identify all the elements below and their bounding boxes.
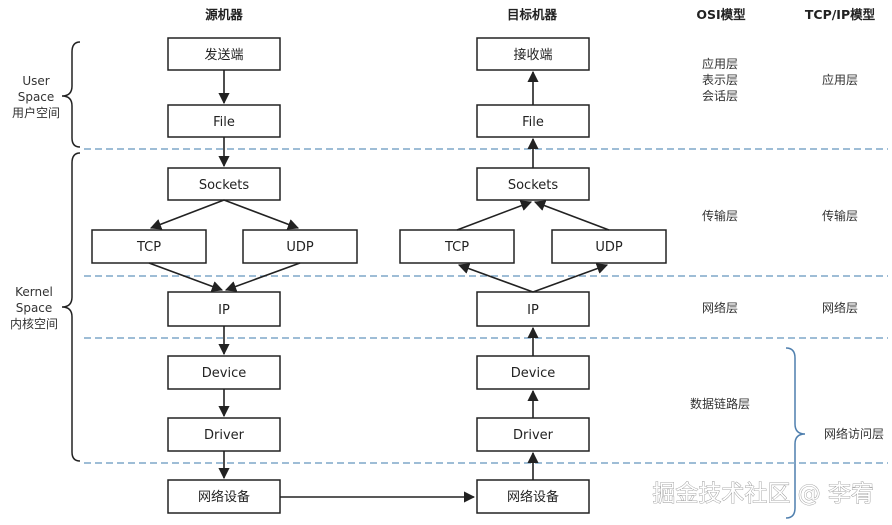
user-space-line-1: User (22, 74, 49, 88)
target-sockets-box: Sockets (476, 167, 590, 201)
source-sender-box: 发送端 (167, 37, 281, 71)
osi-datalink-layer: 数据链路层 (690, 396, 750, 411)
edge-source-tcp-to-ip (148, 262, 224, 292)
osi-presentation-layer: 表示层 (702, 73, 738, 87)
target-device-label: Device (511, 366, 555, 381)
edge-target-ip-to-tcp (457, 263, 534, 293)
source-driver-label: Driver (204, 428, 245, 443)
tcpip-network-access-layer: 网络访问层 (824, 426, 884, 441)
osi-session-layer: 会话层 (702, 89, 738, 103)
source-sockets-label: Sockets (199, 178, 250, 193)
osi-network-layer: 网络层 (702, 300, 738, 315)
header-tcpip-model: TCP/IP模型 (805, 7, 876, 22)
target-device-box: Device (476, 355, 590, 390)
target-tcp-label: TCP (444, 240, 469, 255)
edge-source-sockets-to-tcp (149, 199, 225, 230)
edge-target-udp-to-sockets (533, 200, 610, 231)
edge-source-udp-to-ip (224, 262, 301, 292)
target-file-box: File (476, 104, 590, 138)
watermark-text: 掘金技术社区 @ 李宥 (652, 481, 874, 507)
target-udp-label: UDP (595, 240, 623, 255)
osi-application-layer: 应用层 (702, 56, 738, 71)
source-sockets-box: Sockets (167, 167, 281, 201)
source-file-label: File (213, 115, 235, 130)
source-device-label: Device (202, 366, 246, 381)
target-receiver-label: 接收端 (513, 47, 552, 63)
source-udp-label: UDP (286, 240, 314, 255)
source-tcp-label: TCP (136, 240, 161, 255)
kernel-space-brace (61, 152, 81, 462)
header-target-machine: 目标机器 (507, 7, 558, 22)
header-source-machine: 源机器 (205, 7, 243, 22)
kernel-space-line-2: Space (16, 301, 53, 315)
kernel-space-line-1: Kernel (15, 285, 53, 299)
target-receiver-box: 接收端 (476, 37, 590, 71)
source-tcp-box: TCP (91, 229, 207, 264)
target-driver-box: Driver (476, 417, 590, 452)
target-tcp-box: TCP (399, 229, 515, 264)
target-udp-box: UDP (551, 229, 667, 264)
edge-target-tcp-to-sockets (456, 200, 533, 231)
kernel-space-label: Kernel Space 内核空间 (10, 285, 58, 331)
network-access-brace (785, 347, 806, 519)
target-file-label: File (522, 115, 544, 130)
target-sockets-label: Sockets (508, 178, 559, 193)
tcpip-transport-layer: 传输层 (822, 208, 858, 223)
user-space-line-3: 用户空间 (12, 105, 60, 120)
target-net-device-label: 网络设备 (507, 489, 559, 505)
source-ip-label: IP (218, 303, 230, 318)
edge-target-ip-to-udp (532, 263, 609, 293)
user-space-label: User Space 用户空间 (12, 74, 60, 120)
source-net-device-box: 网络设备 (167, 479, 281, 514)
edge-source-sockets-to-udp (223, 199, 300, 230)
target-driver-label: Driver (513, 428, 554, 443)
source-ip-box: IP (167, 291, 281, 327)
user-space-brace (61, 41, 81, 148)
source-file-box: File (167, 104, 281, 138)
tcpip-application-layer: 应用层 (822, 72, 858, 87)
source-device-box: Device (167, 355, 281, 390)
kernel-space-line-3: 内核空间 (10, 317, 58, 331)
source-net-device-label: 网络设备 (198, 489, 250, 505)
target-ip-label: IP (527, 303, 539, 318)
source-driver-box: Driver (167, 417, 281, 452)
user-space-line-2: Space (18, 90, 55, 104)
header-osi-model: OSI模型 (696, 7, 746, 22)
target-net-device-box: 网络设备 (476, 479, 590, 514)
source-sender-label: 发送端 (204, 47, 243, 63)
tcpip-network-layer: 网络层 (822, 300, 858, 315)
source-udp-box: UDP (242, 229, 358, 264)
osi-transport-layer: 传输层 (702, 208, 738, 223)
osi-application-group: 应用层 表示层 会话层 (702, 56, 738, 103)
target-ip-box: IP (476, 291, 590, 327)
